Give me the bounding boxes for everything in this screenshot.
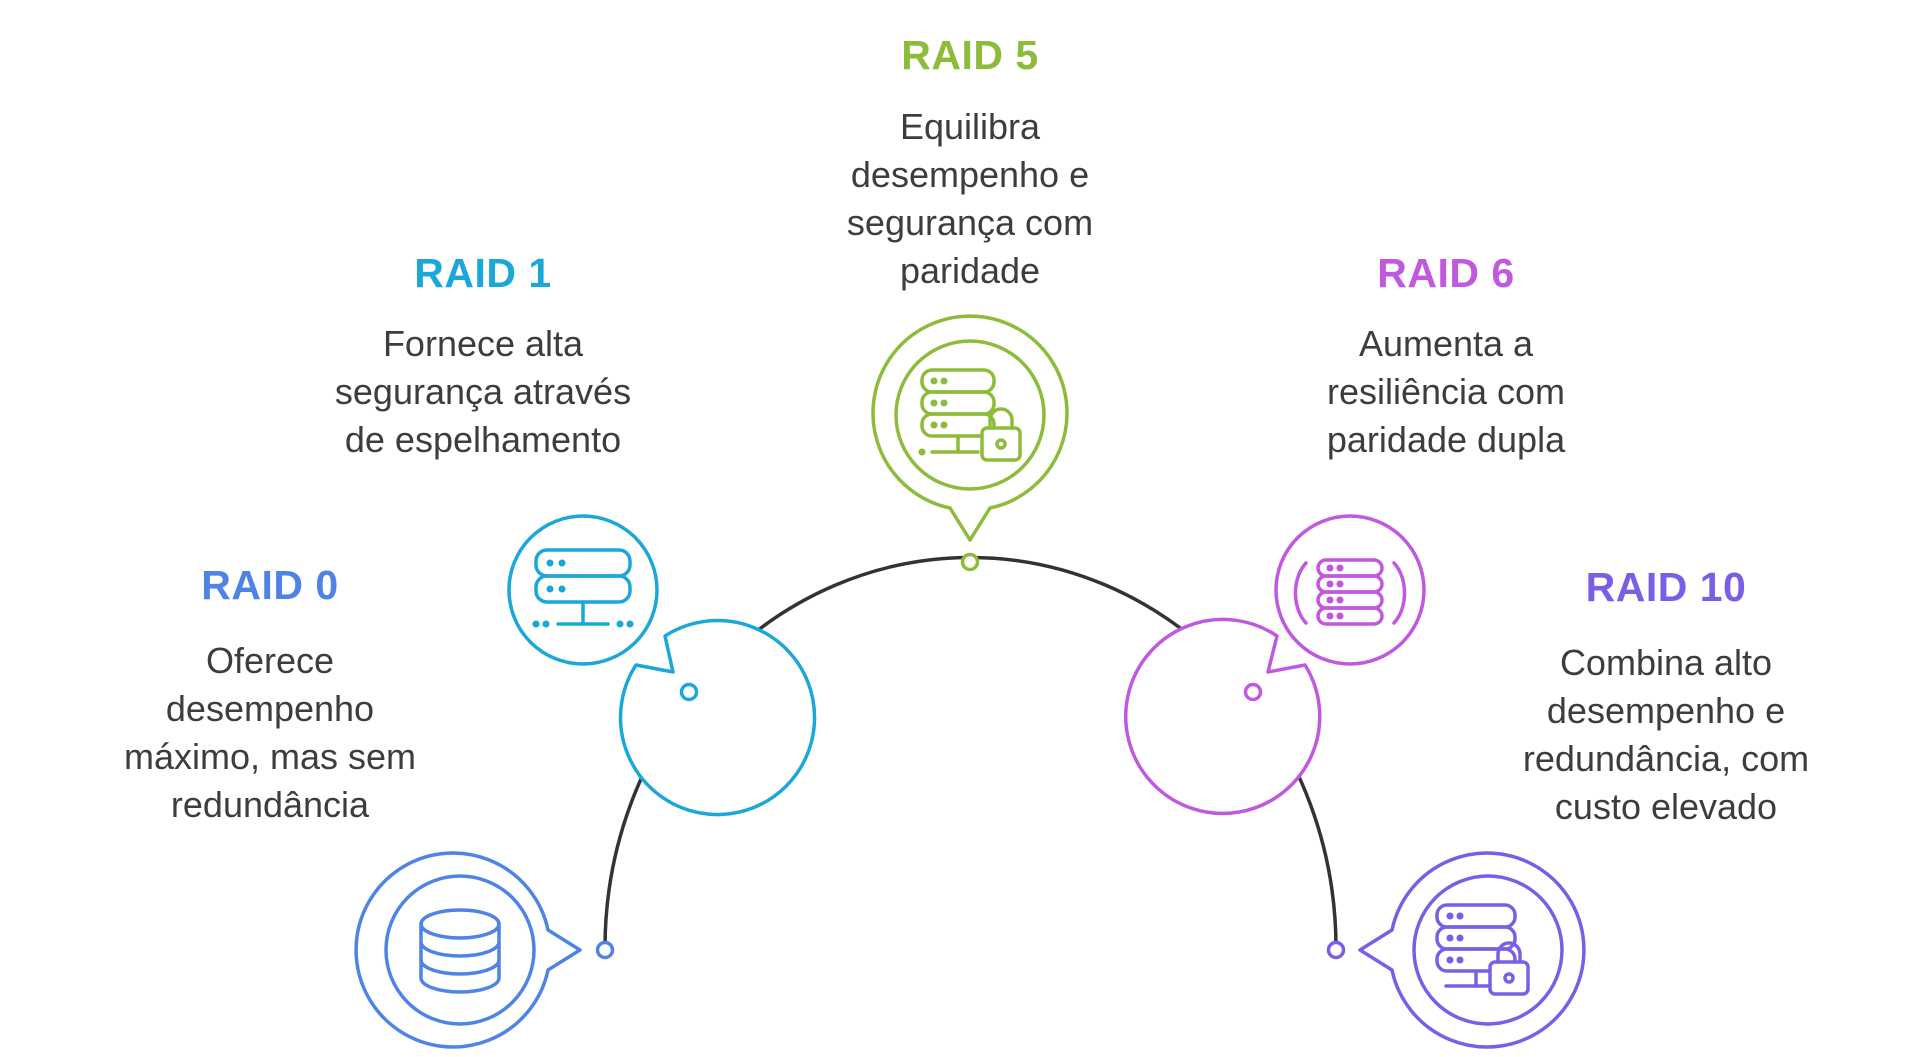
raid1-title: RAID 1 — [414, 250, 552, 296]
raid6-bubble — [1124, 514, 1426, 816]
raid0-description: Oferece desempenho máximo, mas sem redun… — [123, 640, 417, 825]
raid1-bubble — [507, 514, 817, 817]
raid1-marker — [679, 682, 699, 702]
raid5-marker — [960, 552, 980, 572]
raid10-description: Combina alto desempenho e redundância, c… — [1522, 642, 1810, 827]
server-lock-icon — [1435, 903, 1530, 996]
raid1-description: Fornece alta segurança através de espelh… — [334, 323, 632, 460]
server-lock-icon — [918, 368, 1022, 462]
database-icon — [419, 908, 501, 994]
raid6-title: RAID 6 — [1377, 250, 1515, 296]
raid10-bubble — [1326, 851, 1586, 1049]
raid0-bubble — [354, 851, 615, 1049]
raid6-marker — [1243, 682, 1263, 702]
raid5-title: RAID 5 — [901, 32, 1039, 78]
raid5-bubble — [871, 314, 1069, 572]
raid0-marker — [595, 940, 615, 960]
raid0-title: RAID 0 — [201, 562, 339, 608]
raid10-title: RAID 10 — [1585, 564, 1747, 610]
raid10-marker — [1326, 940, 1346, 960]
raid6-description: Aumenta a resiliência com paridade dupla — [1326, 323, 1566, 460]
server-network-icon — [532, 548, 634, 628]
server-stack-icon — [1293, 558, 1407, 626]
raid5-description: Equilibra desempenho e segurança com par… — [846, 106, 1094, 291]
